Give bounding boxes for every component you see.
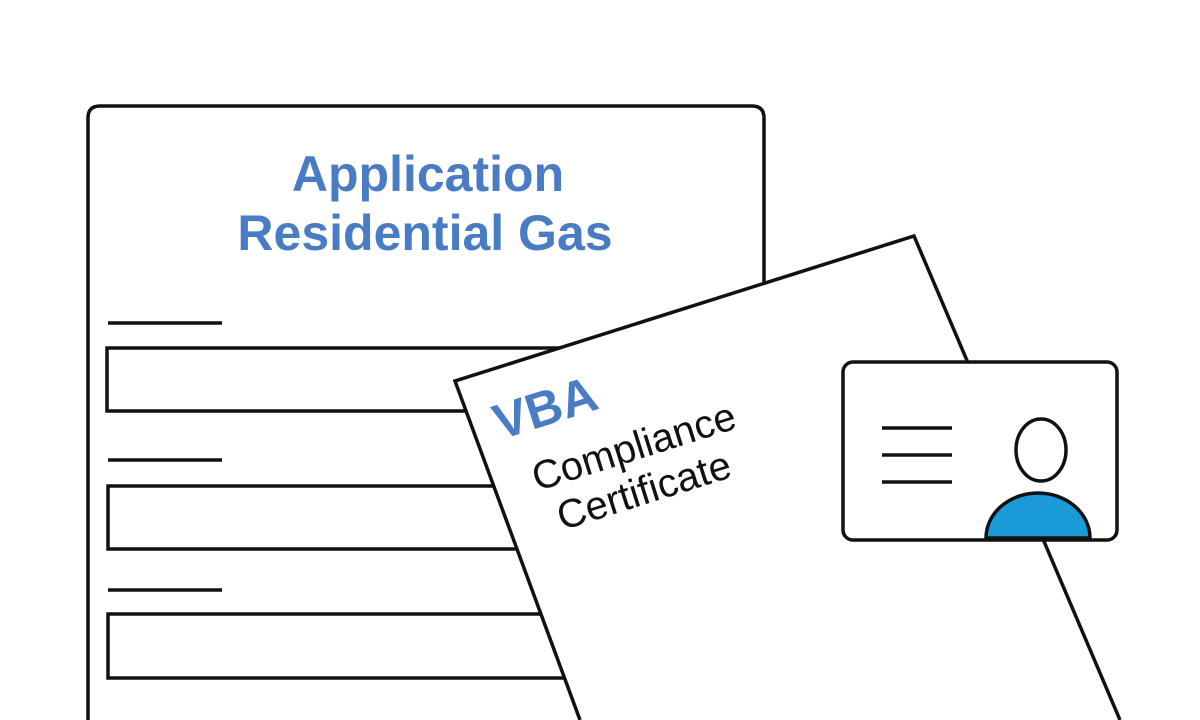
form-title-line1: Application [292, 146, 564, 202]
compliance-certificate: VBA Compliance Certificate [452, 233, 1122, 720]
id-card [841, 360, 1119, 542]
form-title-line2: Residential Gas [237, 205, 612, 261]
person-icon [984, 417, 1092, 540]
